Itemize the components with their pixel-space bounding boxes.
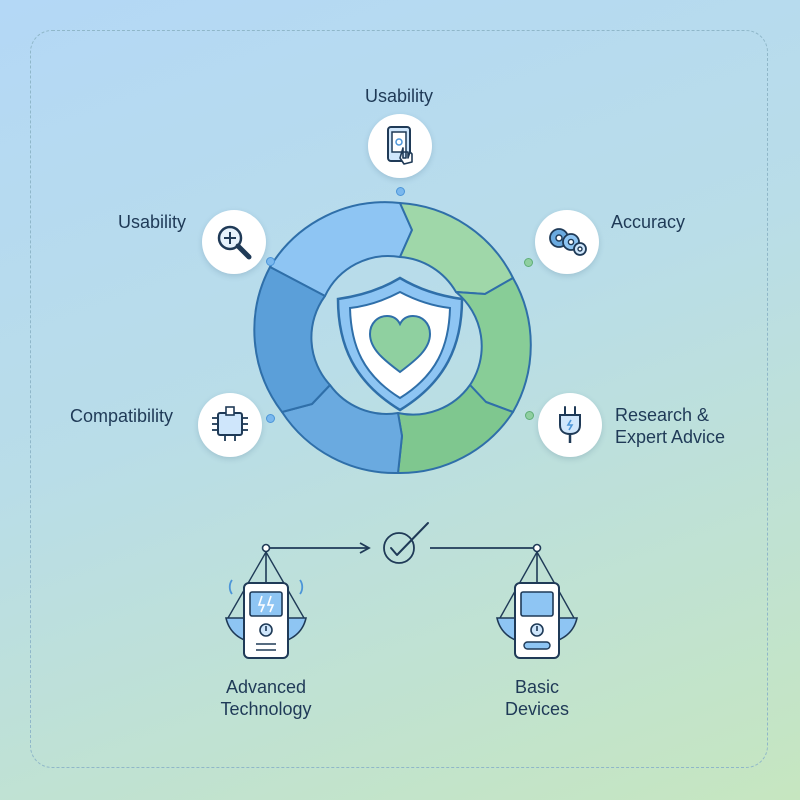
node-label-lower-right-line1: Research &	[615, 405, 710, 425]
comparison-arrowhead	[359, 542, 371, 554]
shield-heart-icon	[336, 276, 464, 412]
connector-dot-upper-right	[524, 258, 533, 267]
connector-dot-top	[396, 187, 405, 196]
chip-icon	[212, 406, 248, 441]
touch-phone-icon	[387, 126, 413, 165]
node-label-upper-right: Accuracy	[611, 212, 686, 232]
connector-dot-lower-right	[525, 411, 534, 420]
connector-dot-upper-left	[266, 257, 275, 266]
advanced-device-scale-icon	[225, 543, 307, 659]
comparison-left-label-line2: Technology	[220, 699, 312, 719]
comparison-left-label-line1: Advanced	[225, 677, 307, 697]
basic-device-scale-icon	[496, 543, 578, 659]
checkmark-icon	[383, 522, 429, 564]
node-label-top: Usability	[365, 86, 434, 106]
plug-icon	[559, 406, 581, 443]
node-label-lower-left: Compatibility	[70, 406, 174, 426]
cycle-segment-left	[253, 266, 331, 413]
node-lower-left	[198, 393, 262, 457]
gears-icon	[549, 228, 587, 256]
node-lower-right	[538, 393, 602, 457]
node-upper-right	[535, 210, 599, 274]
node-label-upper-left: Usability	[118, 212, 187, 232]
magnifier-icon	[217, 225, 252, 260]
diagram-frame	[30, 30, 768, 768]
comparison-right-label-line2: Devices	[504, 699, 570, 719]
comparison-right-label-line1: Basic	[514, 677, 559, 697]
connector-dot-lower-left	[266, 414, 275, 423]
node-top	[368, 114, 432, 178]
node-upper-left	[202, 210, 266, 274]
node-label-lower-right-line2: Expert Advice	[615, 427, 726, 447]
